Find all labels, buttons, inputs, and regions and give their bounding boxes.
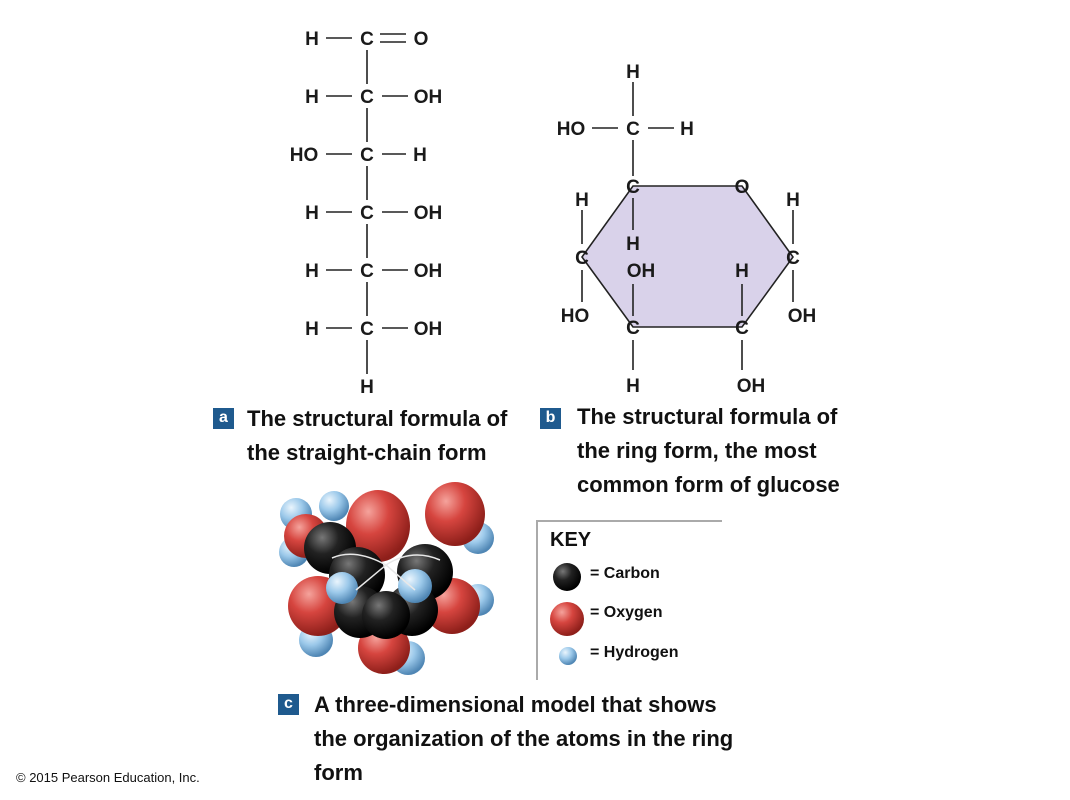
sc-h-4: H <box>305 203 319 224</box>
ring-carbon-1: C <box>786 248 800 269</box>
sc-ho-3: HO <box>290 145 319 166</box>
sc-carbon-2: C <box>360 87 374 108</box>
caption-b: The structural formula of the ring form,… <box>577 400 840 502</box>
key-label-hydrogen: = Hydrogen <box>590 644 678 661</box>
hydrogen-sphere <box>398 569 432 603</box>
hydrogen-atom-icon <box>559 647 577 665</box>
sc-h-3: H <box>413 145 427 166</box>
ring-carbon-6: C <box>626 119 640 140</box>
oxygen-sphere <box>425 482 485 546</box>
ring-bonds <box>581 82 794 370</box>
straight-chain-bonds <box>326 33 408 374</box>
key-label-oxygen: = Oxygen <box>590 604 662 621</box>
straight-chain-formula: H C O H C OH HO C H H C OH H C OH H C OH… <box>290 29 443 398</box>
sc-carbon-1: C <box>360 29 374 50</box>
ring-oxygen: O <box>735 177 750 198</box>
model-ring-highlight <box>331 553 441 591</box>
ring-ho-c4: HO <box>561 306 590 327</box>
sc-oxygen-aldehyde: O <box>414 29 429 50</box>
ring-oh-c2-down: OH <box>737 376 766 397</box>
sc-carbon-4: C <box>360 203 374 224</box>
ring-carbon-5: C <box>626 177 640 198</box>
caption-c-line2: the organization of the atoms in the rin… <box>314 726 734 751</box>
sc-h-6: H <box>305 319 319 340</box>
key-title: KEY <box>550 529 592 551</box>
sc-h-5: H <box>305 261 319 282</box>
caption-a: The structural formula of the straight-c… <box>247 402 507 470</box>
ring-plane <box>581 185 794 328</box>
ring-formula: H HO C H C O H H H C C OH H HO OH C C H … <box>557 62 817 397</box>
ring-carbon-4: C <box>575 248 589 269</box>
ring-h-c4-up: H <box>575 190 589 211</box>
sc-h-top-left: H <box>305 29 319 50</box>
ring-h-c3-down: H <box>626 376 640 397</box>
carbon-sphere <box>362 591 410 639</box>
ring-carbon-3: C <box>626 318 640 339</box>
ring-oh-c3-up: OH <box>627 261 656 282</box>
sc-carbon-3: C <box>360 145 374 166</box>
caption-a-line2: the straight-chain form <box>247 440 487 465</box>
caption-c-line1: A three-dimensional model that shows <box>314 692 717 717</box>
sc-h-bottom: H <box>360 377 374 398</box>
caption-a-line1: The structural formula of <box>247 406 508 431</box>
ring-h-top: H <box>626 62 640 83</box>
ring-h-c2-up: H <box>735 261 749 282</box>
caption-a-badge: a <box>213 408 234 429</box>
ring-carbon-2: C <box>735 318 749 339</box>
caption-c-line3: form <box>314 760 363 785</box>
sc-carbon-6: C <box>360 319 374 340</box>
ring-h-c5-down: H <box>626 234 640 255</box>
ring-h-ch2: H <box>680 119 694 140</box>
caption-b-line1: The structural formula of <box>577 404 838 429</box>
sc-carbon-5: C <box>360 261 374 282</box>
ring-ho-ch2: HO <box>557 119 586 140</box>
hydrogen-sphere <box>326 572 358 604</box>
sc-oh-5: OH <box>414 261 443 282</box>
hydrogen-sphere <box>319 491 349 521</box>
key-label-carbon: = Carbon <box>590 565 660 582</box>
sc-oh-6: OH <box>414 319 443 340</box>
ring-h-c1-up: H <box>786 190 800 211</box>
sc-oh-4: OH <box>414 203 443 224</box>
sc-h-2: H <box>305 87 319 108</box>
copyright-notice: © 2015 Pearson Education, Inc. <box>16 770 200 785</box>
oxygen-atom-icon <box>550 602 584 636</box>
sc-oh-2: OH <box>414 87 443 108</box>
carbon-atom-icon <box>553 563 581 591</box>
caption-c: A three-dimensional model that shows the… <box>314 688 733 790</box>
space-filling-model <box>279 482 494 675</box>
caption-b-line3: common form of glucose <box>577 472 840 497</box>
caption-b-badge: b <box>540 408 561 429</box>
key-border <box>536 520 722 680</box>
caption-b-line2: the ring form, the most <box>577 438 817 463</box>
oxygen-sphere <box>346 490 410 562</box>
caption-c-badge: c <box>278 694 299 715</box>
ring-oh-c1: OH <box>788 306 817 327</box>
key-legend: KEY = Carbon = Oxygen = Hydrogen <box>536 520 722 680</box>
